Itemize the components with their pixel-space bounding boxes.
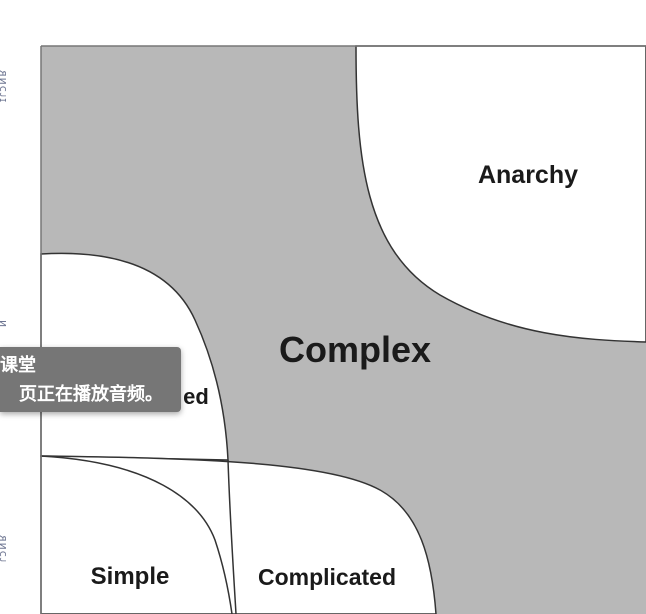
- tooltip-title: 课堂: [0, 355, 36, 376]
- axis-label-fragment-top: ᴙᴎᴄᴊɪ: [0, 70, 10, 104]
- tooltip-message: 页正在播放音频。: [19, 384, 163, 405]
- simple-label: Simple: [91, 563, 170, 590]
- partial-zone-label: ed: [183, 384, 209, 409]
- simple-boundary-curve: [40, 455, 233, 614]
- complex-label: Complex: [279, 329, 431, 370]
- complicated-boundary-line: [227, 459, 237, 614]
- anarchy-label: Anarchy: [478, 161, 578, 189]
- anarchy-zone: [355, 45, 646, 343]
- axis-label-fragment-bottom: ᴙᴎᴄᴊ: [0, 535, 10, 564]
- bottom-zones: [40, 455, 437, 614]
- axis-label-fragment-mid: ᴎ: [0, 320, 10, 329]
- audio-playing-tooltip: 课堂 页正在播放音频。: [0, 347, 181, 412]
- complicated-label: Complicated: [258, 564, 396, 590]
